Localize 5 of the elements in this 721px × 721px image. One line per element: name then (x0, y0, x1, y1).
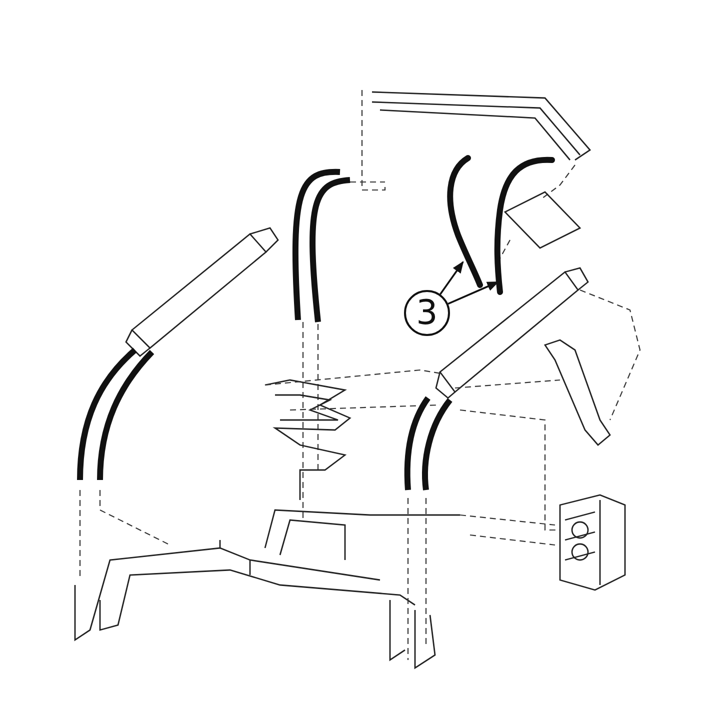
hydraulic-hose (494, 156, 555, 295)
leader-line (448, 281, 500, 305)
hydraulic-hose (447, 155, 483, 288)
leader-line (440, 261, 464, 295)
callout-number: 3 (404, 290, 450, 336)
